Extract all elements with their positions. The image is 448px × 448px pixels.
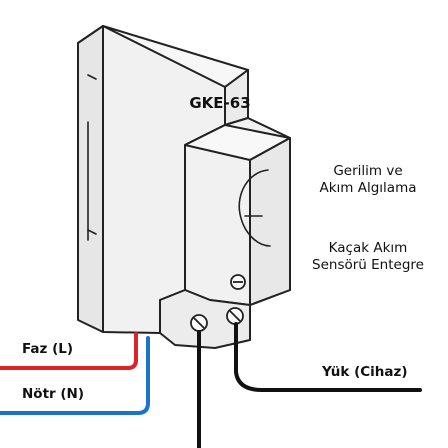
phase-wire [0,332,138,370]
load-wire [234,322,422,392]
device-cover-side [249,137,291,306]
voltage-current-label: Gerilim ve Akım Algılama [319,163,417,196]
neutral-wire [0,336,150,415]
load-label: Yük (Cihaz) [322,364,408,380]
device-side-face [77,25,104,333]
indicator-arc [238,169,271,247]
model-label: GKE-63 [189,94,251,112]
phase-label: Faz (L) [22,341,74,357]
leakage-sensor-label: Kaçak Akım Sensörü Entegre [312,240,424,273]
neutral-label: Nötr (N) [22,386,85,402]
terminal-screws [190,274,246,332]
